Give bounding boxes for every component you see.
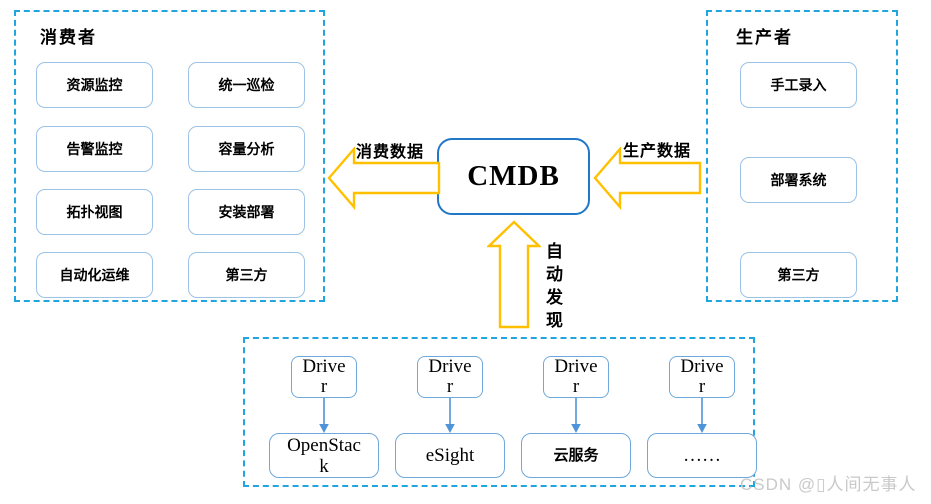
driver-connector-arrow-other — [697, 398, 707, 433]
source-box-other: …… — [647, 433, 757, 478]
source-box-esight: eSight — [395, 433, 505, 478]
source-box-openstack: OpenStack — [269, 433, 379, 478]
consume-data-arrow — [327, 147, 441, 210]
consumer-box-unified-inspection: 统一巡检 — [188, 62, 305, 108]
consume-data-label: 消费数据 — [356, 144, 425, 161]
consumers-panel-title: 消费者 — [40, 28, 97, 47]
driver-box-openstack: Driver — [291, 356, 357, 398]
consumer-box-topology-view: 拓扑视图 — [36, 189, 153, 235]
source-box-openstack-label: OpenStack — [287, 434, 361, 477]
driver-box-esight: Driver — [417, 356, 483, 398]
driver-connector-arrow-openstack — [319, 398, 329, 433]
producer-box-manual-entry: 手工录入 — [740, 62, 857, 108]
producers-panel-title: 生产者 — [736, 28, 793, 47]
producer-box-third-party: 第三方 — [740, 252, 857, 298]
source-box-other-label: …… — [683, 445, 721, 466]
cmdb-box: CMDB — [437, 138, 590, 215]
driver-connector-arrow-esight — [445, 398, 455, 433]
consumer-box-resource-monitoring: 资源监控 — [36, 62, 153, 108]
driver-box-cloud-service: Driver — [543, 356, 609, 398]
source-box-cloud-service-label: 云服务 — [553, 447, 599, 464]
auto-discovery-arrow — [487, 220, 541, 329]
drivers-panel: Driver Driver Driver Driver OpenStack eS… — [243, 337, 757, 487]
csdn-watermark: CSDN @▯人间无事人 — [740, 475, 917, 494]
consumers-panel: 消费者 资源监控 统一巡检 告警监控 容量分析 拓扑视图 安装部署 自动化运维 … — [14, 10, 325, 302]
consumer-box-install-deploy: 安装部署 — [188, 189, 305, 235]
produce-data-label: 生产数据 — [623, 143, 692, 160]
driver-connector-arrow-cloud-service — [571, 398, 581, 433]
consumer-box-automated-ops: 自动化运维 — [36, 252, 153, 298]
driver-box-other: Driver — [669, 356, 735, 398]
consumer-box-capacity-analysis: 容量分析 — [188, 126, 305, 172]
source-box-cloud-service: 云服务 — [521, 433, 631, 478]
consumer-box-alarm-monitoring: 告警监控 — [36, 126, 153, 172]
producers-panel: 生产者 手工录入 部署系统 第三方 — [706, 10, 898, 302]
producer-box-deployment-system: 部署系统 — [740, 157, 857, 203]
source-box-esight-label: eSight — [425, 445, 475, 466]
produce-data-arrow — [593, 147, 702, 210]
consumer-box-third-party: 第三方 — [188, 252, 305, 298]
auto-discovery-label: 自动发现 — [543, 242, 562, 334]
